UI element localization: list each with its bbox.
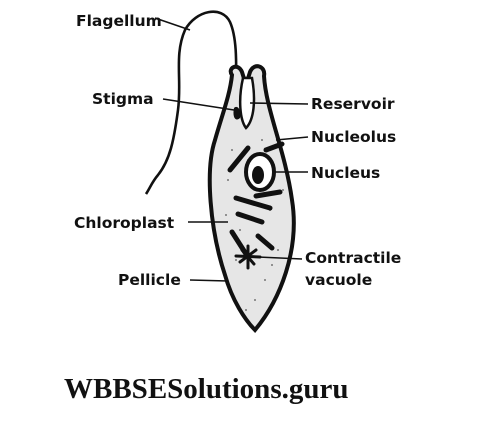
pellicle-leader: [189, 279, 229, 282]
label-flagellum: Flagellum: [76, 12, 162, 30]
label-chloroplast: Chloroplast: [74, 214, 175, 232]
label-contractile-line2: vacuole: [305, 271, 372, 289]
stigma-leader: [162, 98, 235, 111]
label-contractile-line1: Contractile: [305, 249, 401, 267]
contractile-leader: [257, 256, 303, 260]
nucleolus-shape: [252, 166, 264, 184]
label-stigma: Stigma: [92, 90, 154, 108]
reservoir-leader: [249, 102, 309, 105]
euglena-cell-body: [207, 64, 296, 333]
reservoir-cavity: [238, 76, 256, 130]
cytoplasm-stipple: [225, 139, 284, 311]
watermark-text: WBBSESolutions.guru: [64, 373, 348, 405]
nucleolus-leader: [275, 136, 309, 141]
label-pellicle: Pellicle: [118, 271, 181, 289]
label-nucleus: Nucleus: [311, 164, 380, 182]
stigma-eyespot: [233, 106, 241, 120]
label-nucleolus: Nucleolus: [311, 128, 396, 146]
flagellum-leader: [154, 17, 191, 31]
flagellum-strand: [144, 10, 238, 195]
contractile-vacuole-shape: [234, 244, 262, 270]
label-reservoir: Reservoir: [311, 95, 395, 113]
